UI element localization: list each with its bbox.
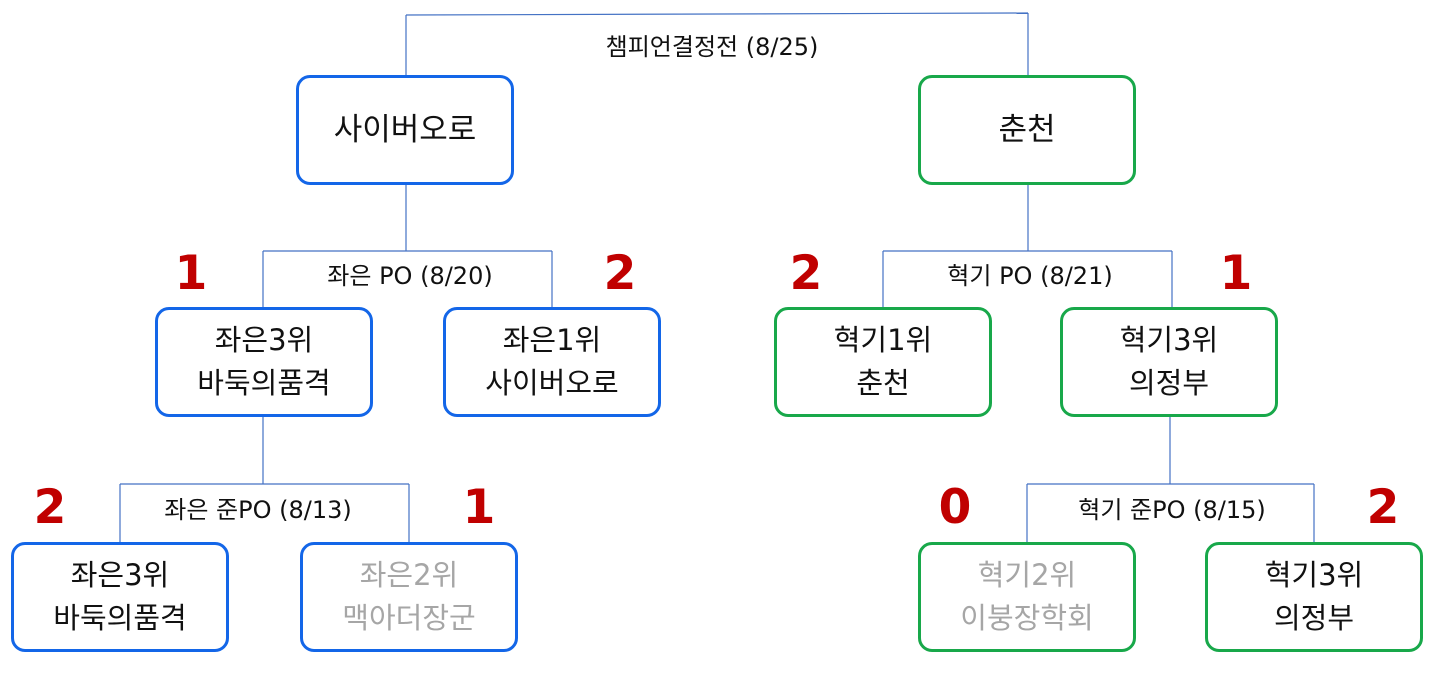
team-name: 맥아더장군 [342,601,476,635]
right-po-team-1: 혁기1위 춘천 [774,307,992,417]
team-seed: 혁기3위 [1119,322,1219,357]
team-seed: 혁기3위 [1264,557,1364,592]
left-semi-team-1: 좌은3위 바둑의품격 [11,542,229,652]
left-semi-label: 좌은 준PO (8/13) [164,496,352,524]
score-left-po-team-1: 1 [174,246,208,301]
score-right-semi-team-2: 2 [1366,480,1400,535]
left-po-team-2: 좌은1위 사이버오로 [443,307,661,417]
left-semi-team-2: 좌은2위 맥아더장군 [300,542,518,652]
team-name: 사이버오로 [485,366,619,400]
team-name: 의정부 [1128,366,1210,400]
team-seed: 혁기1위 [833,322,933,357]
score-left-semi-team-1: 2 [33,480,67,535]
score-right-po-team-1: 2 [789,246,823,301]
team-seed: 좌은2위 [359,557,459,592]
right-semi-team-1: 혁기2위 이붕장학회 [918,542,1136,652]
score-right-semi-team-1: 0 [938,480,972,535]
right-po-team-2: 혁기3위 의정부 [1060,307,1278,417]
right-semi-label: 혁기 준PO (8/15) [1078,496,1266,524]
right-champion-box: 춘천 [918,75,1136,185]
team-name: 의정부 [1273,601,1355,635]
final-connector [405,12,1029,16]
team-name: 바둑의품격 [197,366,331,400]
left-champion-box: 사이버오로 [296,75,514,185]
team-name: 사이버오로 [333,111,477,148]
final-label: 챔피언결정전 (8/25) [605,33,819,61]
team-seed: 혁기2위 [977,557,1077,592]
team-name: 춘천 [998,111,1056,148]
team-name: 춘천 [856,366,910,400]
score-left-semi-team-2: 1 [462,480,496,535]
left-po-team-1: 좌은3위 바둑의품격 [155,307,373,417]
team-seed: 좌은1위 [502,322,602,357]
team-seed: 좌은3위 [214,322,314,357]
score-right-po-team-2: 1 [1219,246,1253,301]
score-left-po-team-2: 2 [603,246,637,301]
left-po-label: 좌은 PO (8/20) [327,262,493,290]
team-seed: 좌은3위 [70,557,170,592]
right-po-label: 혁기 PO (8/21) [947,262,1113,290]
right-semi-team-2: 혁기3위 의정부 [1205,542,1423,652]
team-name: 이붕장학회 [960,601,1094,635]
team-name: 바둑의품격 [53,601,187,635]
